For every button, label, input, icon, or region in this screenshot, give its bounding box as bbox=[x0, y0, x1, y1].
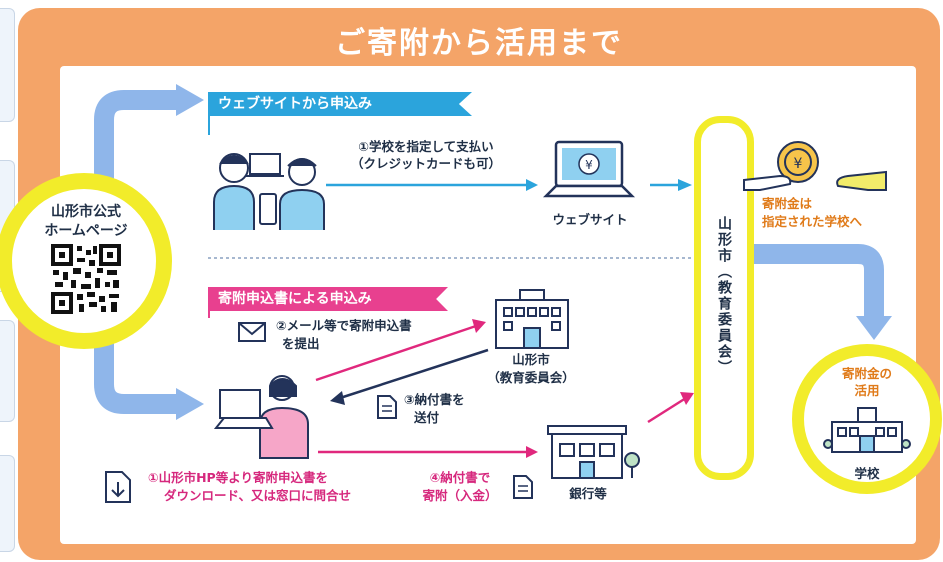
arrow-site-to-city-head bbox=[678, 179, 692, 191]
big-arrow-down-head bbox=[176, 388, 204, 420]
form-step4-line2: 寄附（入金） bbox=[422, 488, 498, 503]
city-label-2: （教育委員会） bbox=[487, 370, 575, 385]
big-arrow-down bbox=[94, 330, 178, 414]
big-arrow-school-head bbox=[856, 316, 892, 340]
arrow-slip-head bbox=[330, 391, 345, 405]
website-label: ウェブサイト bbox=[552, 212, 628, 227]
diagram-frame: ご寄附から活用まで bbox=[18, 8, 940, 560]
web-step1-line1: ①学校を指定して支払い bbox=[358, 139, 494, 154]
document-icon bbox=[513, 475, 533, 499]
people-devices-icon bbox=[213, 153, 325, 230]
form-step3-line1: ③納付書を bbox=[404, 392, 465, 407]
bank-icon bbox=[547, 425, 640, 479]
arrow-submit bbox=[315, 324, 477, 382]
envelope-icon bbox=[238, 322, 266, 342]
svg-text:¥: ¥ bbox=[585, 158, 593, 172]
form-step1-line1: ①山形市HP等より寄附申込書を bbox=[148, 470, 328, 485]
donation-note-line1: 寄附金は bbox=[762, 196, 813, 211]
big-arrow-school bbox=[752, 244, 884, 318]
arrow-bank-head bbox=[526, 446, 538, 458]
form-step1-line2: ダウンロード、又は窓口に問合せ bbox=[164, 488, 352, 503]
bank-label: 銀行等 bbox=[569, 486, 607, 501]
homepage-label-2: ホームページ bbox=[44, 223, 128, 239]
side-card bbox=[0, 320, 15, 422]
big-arrow-up-head bbox=[176, 84, 204, 116]
homepage-label-1: 山形市公式 bbox=[51, 204, 121, 220]
donation-note-line2: 指定された学校へ bbox=[762, 214, 863, 229]
arrow-web-pay-head bbox=[526, 179, 538, 191]
city-board-pill bbox=[694, 116, 754, 480]
arrow-bank-city bbox=[647, 396, 687, 424]
arrow-submit-head bbox=[472, 319, 486, 333]
arrow-slip bbox=[339, 348, 489, 400]
web-step1-line2: （クレジットカードも可） bbox=[350, 156, 501, 171]
qr-code-icon[interactable] bbox=[51, 244, 121, 314]
svg-text:¥: ¥ bbox=[794, 156, 803, 172]
person-laptop-icon bbox=[213, 375, 309, 459]
arrow-bank-city-head bbox=[680, 392, 694, 405]
school-label: 学校 bbox=[854, 466, 880, 481]
form-step4-line1: ④納付書で bbox=[429, 470, 491, 485]
school-building-icon bbox=[823, 407, 911, 453]
form-route-banner: 寄附申込書による申込み bbox=[210, 287, 448, 311]
side-card bbox=[0, 8, 15, 122]
city-hall-icon bbox=[495, 289, 569, 349]
diagram-panel bbox=[60, 66, 916, 544]
side-card bbox=[0, 455, 15, 552]
form-step2-line2: を提出 bbox=[282, 336, 320, 351]
document-icon bbox=[377, 395, 397, 419]
laptop-yen-icon: ¥ bbox=[542, 140, 636, 198]
school-note-line1: 寄附金の bbox=[841, 366, 892, 381]
download-document-icon bbox=[105, 471, 131, 503]
big-arrow-up bbox=[94, 90, 178, 185]
school-note-line2: 活用 bbox=[854, 383, 880, 398]
city-label-1: 山形市 bbox=[512, 352, 550, 367]
web-route-banner: ウェブサイトから申込み bbox=[210, 92, 472, 116]
form-step2-line1: ②メール等で寄附申込書 bbox=[276, 318, 412, 333]
city-board-label: 山形市（教育委員会） bbox=[716, 216, 732, 376]
coin-handover-icon: ¥ bbox=[743, 141, 887, 191]
diagram-title: ご寄附から活用まで bbox=[335, 26, 623, 61]
form-step3-line2: 送付 bbox=[414, 410, 440, 425]
